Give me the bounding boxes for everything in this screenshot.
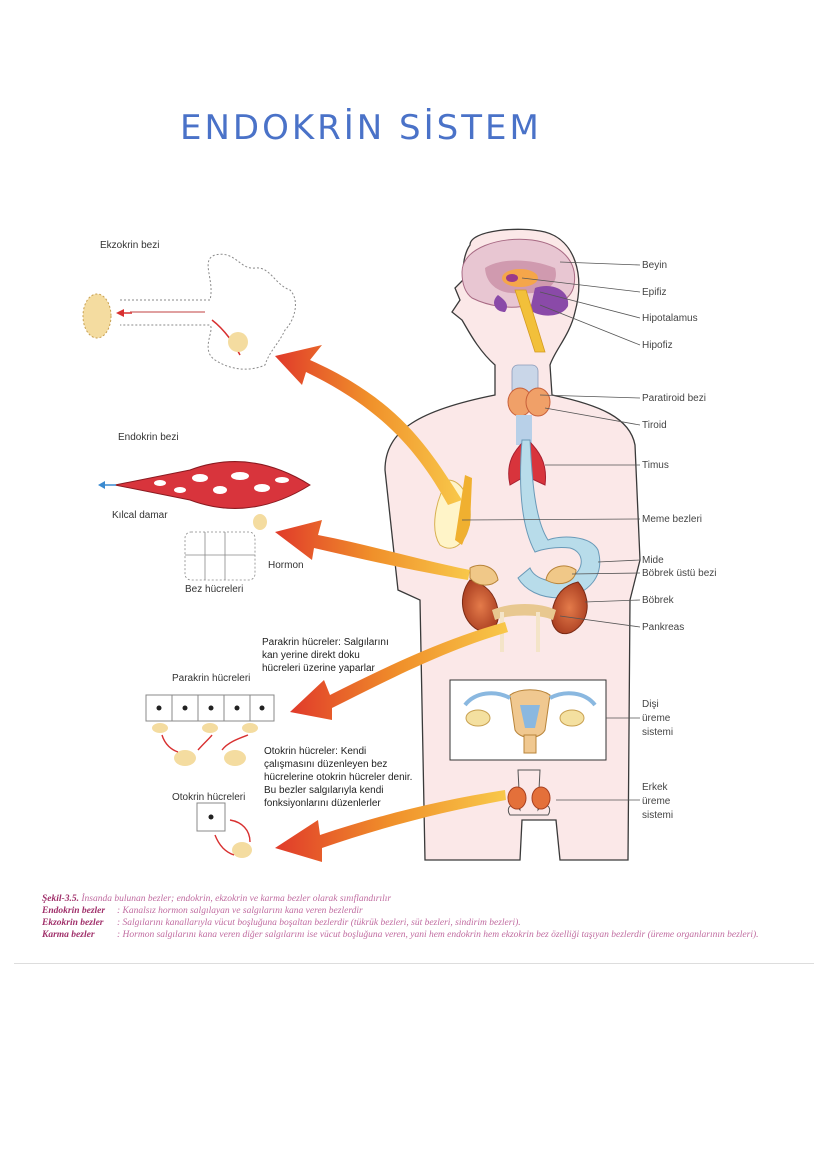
- arrow-autocrine: [275, 790, 506, 862]
- note-parakrin-line: kan yerine direkt doku: [262, 650, 360, 661]
- label-line: sistemi: [642, 810, 674, 821]
- label-line: üreme: [642, 796, 671, 807]
- female-reproductive-inset: [449, 679, 607, 761]
- label-endokrin-bezi: Endokrin bezi: [118, 432, 179, 443]
- label-beyin: Beyin: [642, 260, 668, 271]
- label-line: üreme: [642, 713, 671, 724]
- label-otokrin-hucreleri: Otokrin hücreleri: [172, 792, 246, 803]
- label-kilcal-damar: Kılcal damar: [112, 510, 168, 521]
- note-otokrin-line: çalışmasını düzenleyen bez: [264, 759, 388, 770]
- label-parakrin-hucreleri: Parakrin hücreleri: [172, 673, 251, 684]
- label-hipofiz: Hipofiz: [642, 340, 673, 351]
- label-timus: Timus: [642, 460, 669, 471]
- caption-heading: Şekil-3.5. İnsanda bulunan bezler; endok…: [42, 893, 782, 905]
- caption-key: Ekzokrin bezler: [42, 918, 104, 928]
- label-bobrek: Böbrek: [642, 595, 674, 606]
- caption-key: Endokrin bezler: [42, 906, 106, 916]
- human-body: [384, 228, 641, 861]
- label-paratiroid: Paratiroid bezi: [642, 393, 706, 404]
- note-otokrin-line: Otokrin hücreler: Kendi: [264, 746, 367, 757]
- label-pankreas: Pankreas: [642, 622, 685, 633]
- caption-text: : Kanalsız hormon salgılayan ve salgılar…: [117, 906, 363, 916]
- male-reproductive: [507, 769, 551, 816]
- note-parakrin-line: Parakrin hücreler: Salgılarını: [262, 637, 389, 648]
- note-parakrin: Parakrin hücreler: Salgılarını kan yerin…: [262, 636, 389, 675]
- label-line: sistemi: [642, 727, 674, 738]
- arrow-exocrine: [275, 345, 462, 505]
- caption-row: Karma bezler : Hormon salgılarını kana v…: [42, 929, 782, 941]
- label-tiroid: Tiroid: [642, 420, 667, 431]
- label-meme-bezleri: Meme bezleri: [642, 514, 703, 525]
- note-otokrin-line: hücrelerine otokrin hücreler denir.: [264, 772, 413, 783]
- caption-row: Ekzokrin bezler : Salgılarını kanallarıy…: [42, 917, 782, 929]
- figure-caption: Şekil-3.5. İnsanda bulunan bezler; endok…: [42, 893, 782, 941]
- label-ekzokrin-bezi: Ekzokrin bezi: [100, 240, 160, 251]
- note-otokrin-line: Bu bezler salgılarıyla kendi: [264, 785, 384, 796]
- label-bobrek-ustu-bezi: Böbrek üstü bezi: [642, 568, 717, 579]
- caption-row: Endokrin bezler : Kanalsız hormon salgıl…: [42, 905, 782, 917]
- note-otokrin: Otokrin hücreler: Kendi çalışmasını düze…: [264, 745, 412, 810]
- exocrine-gland: [82, 253, 296, 370]
- endocrine-gland: [98, 461, 311, 581]
- note-parakrin-line: hücreleri üzerine yaparlar: [262, 663, 375, 674]
- label-bez-hucreleri: Bez hücreleri: [185, 584, 244, 595]
- arrows: [275, 345, 508, 862]
- paracrine-cells: [145, 694, 275, 766]
- page-title: ENDOKRİN SİSTEM: [180, 108, 542, 148]
- label-erkek-ureme-sistemi: Erkek üreme sistemi: [642, 781, 673, 823]
- divider: [14, 963, 814, 964]
- caption-text: : Hormon salgılarını kana veren diğer sa…: [117, 930, 759, 940]
- autocrine-cell: [196, 802, 252, 858]
- caption-key: Karma bezler: [42, 930, 95, 940]
- caption-figure-label: Şekil-3.5.: [42, 894, 79, 904]
- brain: [461, 238, 576, 353]
- label-hormon: Hormon: [268, 560, 304, 571]
- leader-lines: [461, 261, 641, 801]
- arrow-endocrine: [275, 520, 470, 580]
- stomach: [517, 439, 601, 599]
- label-disi-ureme-sistemi: Dişi üreme sistemi: [642, 698, 673, 740]
- label-mide: Mide: [642, 555, 664, 566]
- label-line: Erkek: [642, 782, 668, 793]
- caption-figure-text: İnsanda bulunan bezler; endokrin, ekzokr…: [81, 894, 392, 904]
- caption-text: : Salgılarını kanallarıyla vücut boşluğu…: [117, 918, 521, 928]
- arrow-paracrine: [290, 622, 508, 720]
- label-line: Dişi: [642, 699, 659, 710]
- label-hipotalamus: Hipotalamus: [642, 313, 698, 324]
- label-epifiz: Epifiz: [642, 287, 667, 298]
- thyroid: [507, 364, 551, 445]
- note-otokrin-line: fonksiyonlarını düzenlerler: [264, 798, 381, 809]
